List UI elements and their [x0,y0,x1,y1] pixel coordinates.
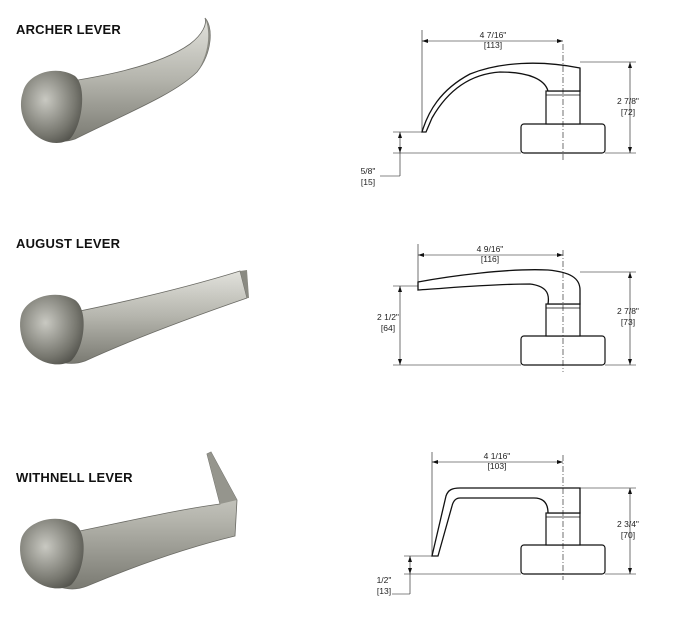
withnell-offset-in: 1/2" [377,575,392,585]
august-width-in: 4 9/16" [477,244,504,254]
archer-width-mm: [113] [484,40,502,50]
archer-width-in: 4 7/16" [480,30,507,40]
withnell-height-in: 2 3/4" [617,519,639,529]
august-lever-title: AUGUST LEVER [16,236,121,251]
withnell-height-mm: [70] [621,530,635,540]
august-height-mm: [73] [621,317,635,327]
archer-lever-title: ARCHER LEVER [16,22,121,37]
august-width-mm: [116] [481,254,499,264]
withnell-width-mm: [103] [488,461,507,471]
august-handle-height-mm: [64] [381,323,395,333]
withnell-offset-mm: [13] [377,586,391,596]
august-height-in: 2 7/8" [617,306,639,316]
archer-offset-in: 5/8" [361,166,376,176]
archer-offset-mm: [15] [361,177,375,187]
archer-height-in: 2 7/8" [617,96,639,106]
withnell-width-in: 4 1/16" [484,451,511,461]
august-handle-height-in: 2 1/2" [377,312,399,322]
archer-lever-render [20,17,211,143]
archer-height-mm: [72] [621,107,635,117]
withnell-lever-title: WITHNELL LEVER [16,470,133,485]
withnell-lever-render [20,451,238,590]
august-lever-render [20,270,249,365]
